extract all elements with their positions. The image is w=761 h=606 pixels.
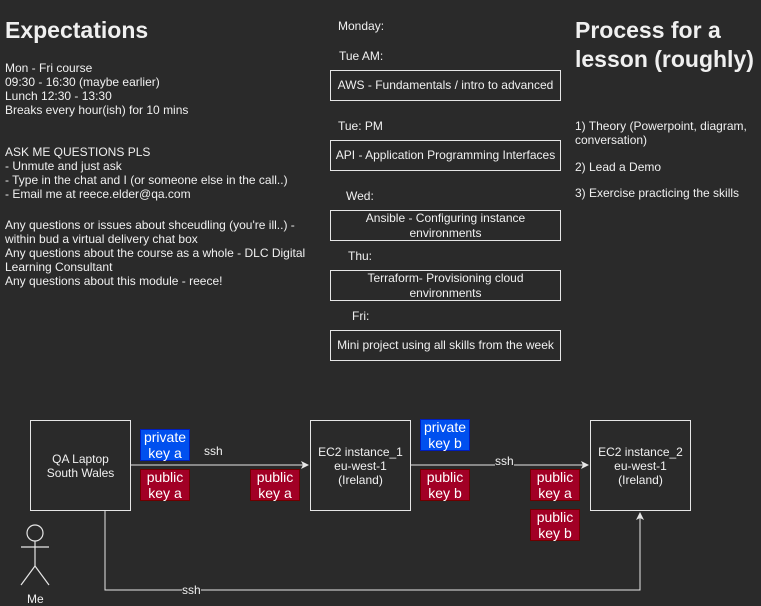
process-step-1: 1) Theory (Powerpoint, diagram, conversa… [575, 119, 747, 147]
ec2-instance-2-node: EC2 instance_2 eu-west-1 (Ireland) [590, 420, 691, 511]
expectations-title: Expectations [5, 17, 149, 43]
ssh-label-2: ssh [495, 454, 514, 468]
actor-label: Me [27, 592, 44, 606]
ec2-instance-1-node: EC2 instance_1 eu-west-1 (Ireland) [310, 420, 411, 511]
qa-laptop-node: QA Laptop South Wales [30, 420, 131, 511]
ssh-label-1: ssh [204, 444, 223, 458]
questions-text: ASK ME QUESTIONS PLS - Unmute and just a… [5, 145, 288, 201]
day-thu: Thu: [348, 249, 373, 263]
tue-am-session: AWS - Fundamentals / intro to advanced [330, 70, 561, 101]
wed-session: Ansible - Configuring instance environme… [330, 210, 561, 241]
contacts-text: Any questions or issues about shceudling… [5, 218, 306, 288]
public-key-a-tag-transfer: public key a [250, 469, 300, 501]
process-step-2: 2) Lead a Demo [575, 160, 662, 174]
tue-pm-session: API - Application Programming Interfaces [330, 140, 561, 171]
public-key-a-tag-ec2-2: public key a [530, 469, 580, 501]
public-key-b-tag-ec2-1: public key b [420, 469, 470, 501]
private-key-b-tag: private key b [420, 419, 470, 451]
person-icon [20, 524, 50, 586]
day-tue-pm: Tue: PM [338, 119, 383, 133]
thu-session: Terraform- Provisioning cloud environmen… [330, 270, 561, 301]
day-tue-am: Tue AM: [339, 49, 384, 63]
public-key-a-tag-laptop: public key a [140, 469, 190, 501]
day-wed: Wed: [346, 189, 374, 203]
process-title: Process for a lesson (roughly) [575, 17, 754, 72]
private-key-a-tag: private key a [140, 429, 190, 461]
ssh-label-3: ssh [182, 583, 201, 597]
fri-session: Mini project using all skills from the w… [330, 330, 561, 361]
day-fri: Fri: [352, 309, 370, 323]
process-step-3: 3) Exercise practicing the skills [575, 186, 740, 200]
public-key-b-tag-ec2-2: public key b [530, 509, 580, 541]
schedule-text: Mon - Fri course 09:30 - 16:30 (maybe ea… [5, 61, 189, 117]
edge-laptop-to-ec2-2 [104, 511, 644, 591]
day-monday: Monday: [338, 19, 385, 33]
